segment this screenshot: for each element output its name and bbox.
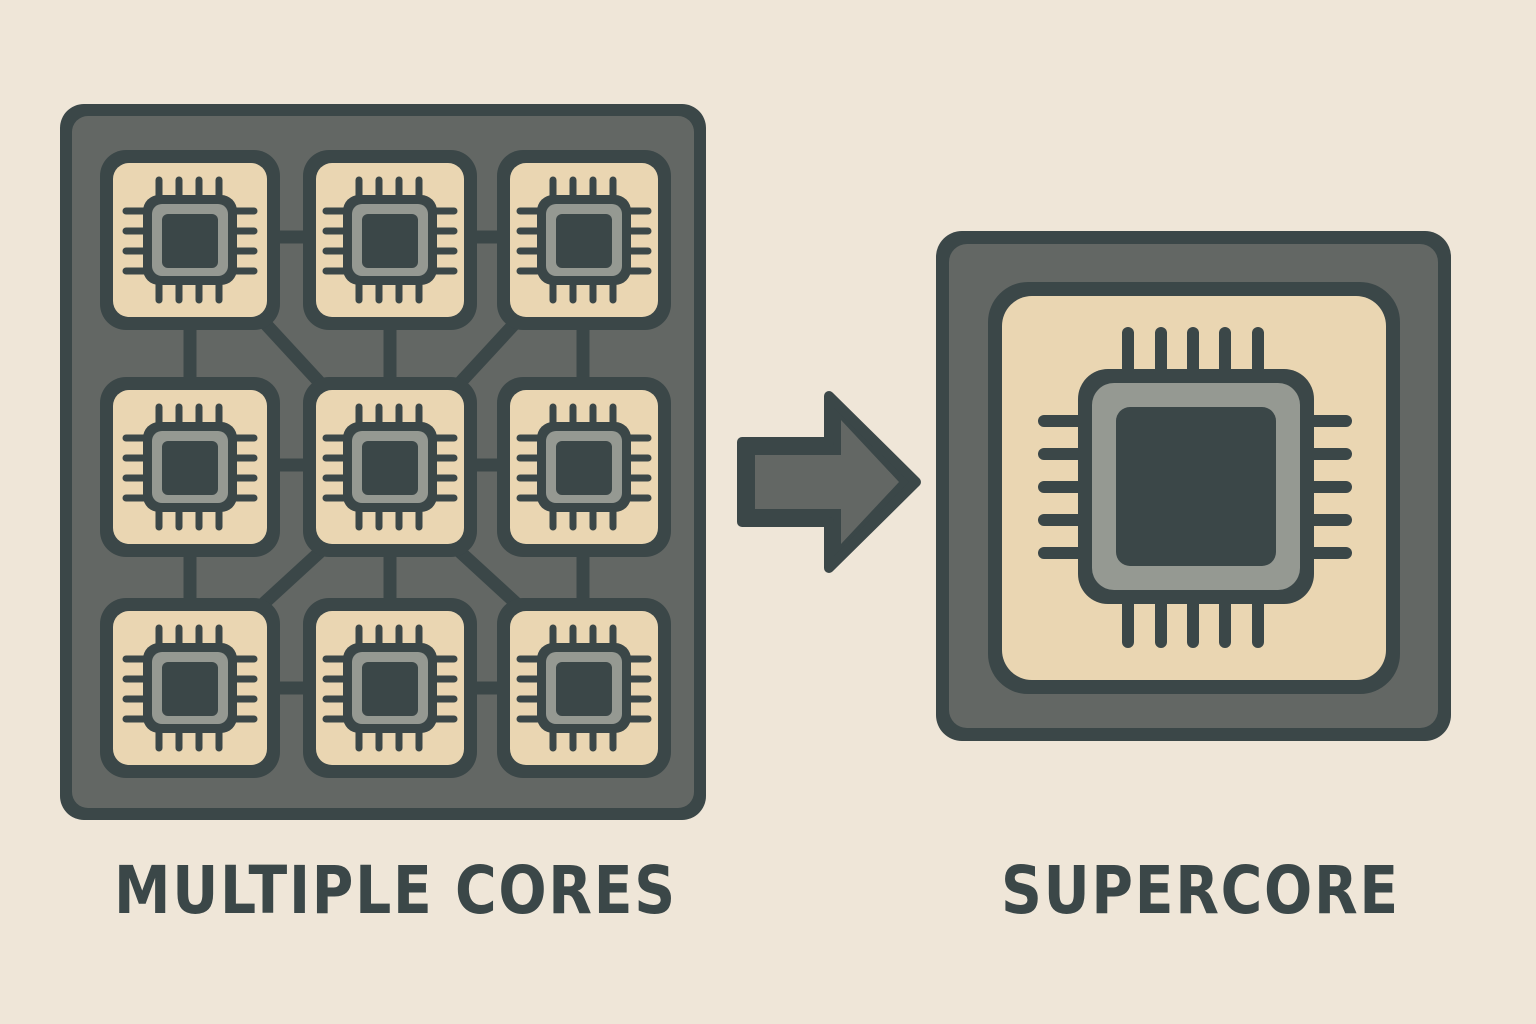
multiple-cores-label: MULTIPLE CORES	[114, 852, 677, 929]
arrow-right-icon	[737, 391, 921, 573]
core-cell-6	[497, 377, 671, 557]
multi-core-panel	[60, 104, 706, 820]
supercore-panel	[936, 231, 1451, 741]
cpu-chip-icon	[1038, 327, 1352, 648]
core-cell-9	[497, 598, 671, 778]
core-cell-7	[100, 598, 280, 778]
supercore-label: SUPERCORE	[1001, 852, 1400, 929]
core-cell-8	[303, 598, 477, 778]
core-cell-4	[100, 377, 280, 557]
core-cell-3	[497, 150, 671, 330]
core-cell-5	[303, 377, 477, 557]
core-cell-2	[303, 150, 477, 330]
core-cell-1	[100, 150, 280, 330]
